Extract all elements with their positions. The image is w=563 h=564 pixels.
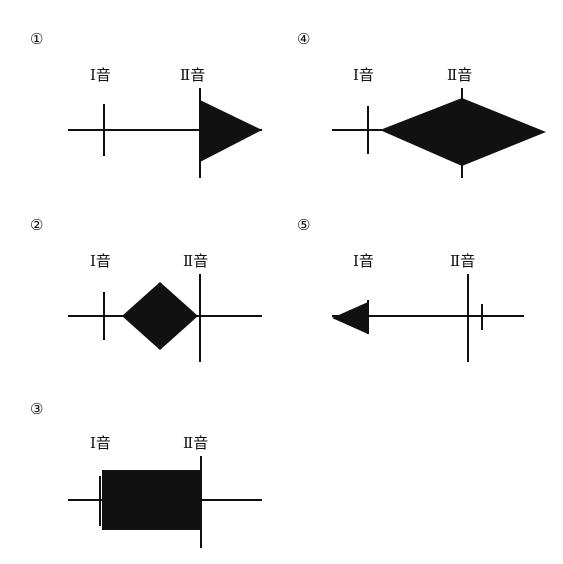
panel-2: ② Ⅰ音 Ⅱ音: [30, 216, 262, 362]
panel-number: ③: [30, 400, 43, 418]
s1-label: Ⅰ音: [90, 252, 111, 270]
panel-number: ②: [30, 216, 43, 234]
s1-label: Ⅰ音: [90, 66, 111, 84]
s2-label: Ⅱ音: [450, 252, 475, 270]
murmur-shape: [122, 282, 198, 350]
panel-number: ①: [30, 30, 43, 48]
murmur-shape: [200, 100, 262, 162]
s1-label: Ⅰ音: [353, 252, 374, 270]
panel-3: ③ Ⅰ音 Ⅱ音: [30, 400, 262, 548]
s2-label: Ⅱ音: [180, 66, 205, 84]
panel-5: ⑤ Ⅰ音 Ⅱ音: [297, 216, 524, 362]
murmur-shape: [332, 302, 368, 334]
panel-number: ⑤: [297, 216, 310, 234]
s1-label: Ⅰ音: [353, 66, 374, 84]
s2-label: Ⅱ音: [183, 252, 208, 270]
panel-1: ① Ⅰ音 Ⅱ音: [30, 30, 262, 178]
s2-label: Ⅱ音: [447, 66, 472, 84]
s2-label: Ⅱ音: [183, 434, 208, 452]
murmur-shape: [380, 98, 546, 166]
murmur-shape: [102, 470, 200, 530]
panel-number: ④: [297, 30, 310, 48]
panel-4: ④ Ⅰ音 Ⅱ音: [297, 30, 546, 178]
s1-label: Ⅰ音: [90, 434, 111, 452]
